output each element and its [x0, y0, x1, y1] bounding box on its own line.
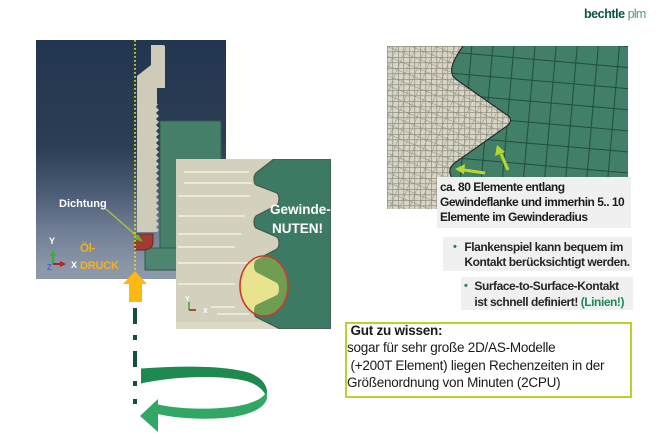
svg-text:NUTEN!: NUTEN!	[272, 221, 323, 236]
svg-text:Gewinde-: Gewinde-	[270, 202, 331, 217]
svg-text:Z: Z	[47, 263, 52, 272]
svg-text:Öl-: Öl-	[80, 242, 96, 255]
svg-text:Dichtung: Dichtung	[59, 198, 107, 210]
svg-text:X: X	[203, 308, 208, 315]
svg-text:Y: Y	[49, 236, 55, 246]
svg-text:Y: Y	[185, 296, 190, 303]
svg-text:X: X	[71, 260, 77, 270]
svg-text:DRUCK: DRUCK	[80, 260, 119, 272]
